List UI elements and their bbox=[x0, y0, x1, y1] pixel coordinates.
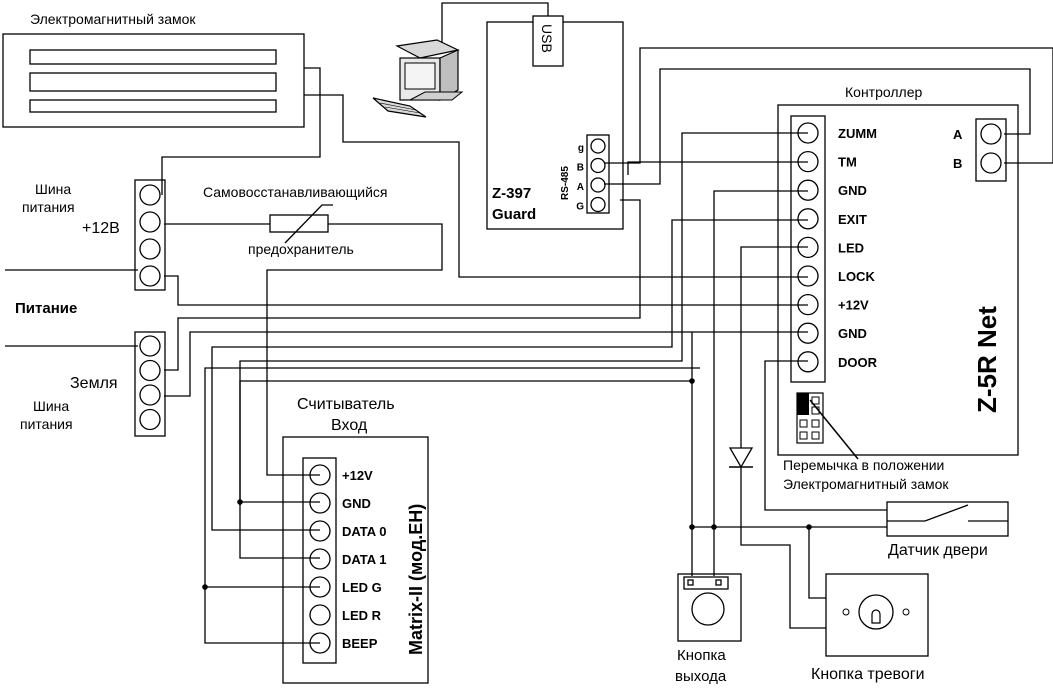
controller-ab-terminals: AB bbox=[953, 123, 1002, 174]
terminal-circle bbox=[590, 196, 606, 213]
controller-model: Z-5R Net bbox=[972, 306, 1002, 413]
jumper-label-line1: Перемычка в положении bbox=[783, 457, 944, 473]
fuse-label-line2: предохранитель bbox=[248, 241, 354, 257]
terminal-circle bbox=[797, 351, 819, 373]
rs485-label: RS-485 bbox=[560, 166, 571, 200]
terminal-label: A bbox=[953, 127, 963, 142]
junctions bbox=[202, 378, 812, 590]
terminal-label: LED G bbox=[342, 580, 382, 595]
bus-bottom-label-line1: Шина bbox=[33, 398, 69, 414]
key-icon bbox=[871, 609, 881, 624]
terminal-circle bbox=[139, 359, 161, 382]
terminal-label: ZUMM bbox=[838, 126, 877, 141]
terminal-circle bbox=[139, 265, 161, 287]
guard-terminal-block bbox=[586, 134, 610, 214]
reader-model: Matrix-II (мод.EH) bbox=[406, 504, 426, 655]
terminal-label: GND bbox=[342, 496, 371, 511]
alarm-button-label: Кнопка тревоги bbox=[811, 666, 925, 683]
diode-icon bbox=[728, 447, 754, 469]
exit-button-label-line1: Кнопка bbox=[677, 647, 726, 664]
door-sensor-label: Датчик двери bbox=[888, 542, 988, 559]
usb-port bbox=[532, 15, 564, 67]
terminal-label: EXIT bbox=[838, 212, 867, 227]
terminal-circle bbox=[309, 548, 331, 570]
controller-terminals: ZUMM TM GND EXIT LED LOCK +12V GND DOOR bbox=[797, 122, 878, 373]
terminal-label: GND bbox=[838, 326, 867, 341]
terminal-label: G bbox=[576, 202, 584, 213]
terminal-label: B bbox=[577, 163, 584, 174]
usb-label: USB bbox=[539, 24, 555, 53]
terminal-circle bbox=[309, 492, 331, 514]
terminal-circle bbox=[980, 152, 1002, 174]
terminal-label: A bbox=[577, 182, 584, 193]
terminal-label: DATA 1 bbox=[342, 552, 387, 567]
lock-bar-top bbox=[29, 49, 277, 65]
terminal-circle bbox=[139, 238, 161, 260]
guard-model-line2: Guard bbox=[492, 206, 536, 223]
terminal-circle bbox=[309, 520, 331, 542]
reader-label-line2: Вход bbox=[331, 417, 368, 434]
terminal-label: +12V bbox=[342, 468, 373, 483]
terminal-label: +12V bbox=[838, 298, 869, 313]
terminal-label: GND bbox=[838, 183, 867, 198]
terminal-circle bbox=[797, 208, 819, 230]
terminal-circle bbox=[590, 157, 606, 174]
terminal-circle bbox=[980, 123, 1002, 145]
power-bus-top-terminals bbox=[139, 184, 161, 287]
exit-button-label-line2: выхода bbox=[675, 668, 727, 685]
terminal-circle bbox=[590, 138, 606, 154]
terminal-label: LED R bbox=[342, 608, 382, 623]
lock-bar-bottom bbox=[29, 99, 277, 113]
exit-button-circle bbox=[691, 592, 725, 626]
terminal-circle bbox=[139, 184, 161, 206]
terminal-label: g bbox=[578, 143, 584, 154]
terminal-label: BEEP bbox=[342, 636, 378, 651]
terminal-circle bbox=[139, 211, 161, 233]
door-sensor bbox=[886, 501, 1009, 537]
terminal-circle bbox=[139, 408, 161, 431]
fuse-label-line1: Самовосстанавливающийся bbox=[203, 184, 388, 200]
power-label: Питание bbox=[15, 300, 77, 317]
terminal-circle bbox=[309, 604, 331, 626]
terminal-circle bbox=[590, 177, 606, 193]
plus12-label: +12В bbox=[82, 220, 120, 237]
wires bbox=[5, 2, 1053, 644]
lock-bar-middle bbox=[29, 72, 277, 92]
terminal-circle bbox=[797, 179, 819, 201]
jumper bbox=[796, 392, 859, 460]
terminal-label: DATA 0 bbox=[342, 524, 387, 539]
terminal-circle bbox=[139, 335, 161, 357]
bus-bottom-label-line2: питания bbox=[20, 416, 73, 432]
lock-title: Электромагнитный замок bbox=[30, 11, 196, 27]
terminal-label: TM bbox=[838, 155, 857, 170]
power-bus-bottom-terminals bbox=[139, 335, 161, 431]
terminal-label: LOCK bbox=[838, 269, 875, 284]
door-sensor-switch bbox=[887, 504, 969, 522]
reader-terminals: +12V GND DATA 0 DATA 1 LED G LED R BEEP bbox=[309, 464, 387, 654]
jumper-label-line2: Электромагнитный замок bbox=[783, 476, 949, 492]
terminal-label: LED bbox=[838, 240, 864, 255]
terminal-circle bbox=[797, 265, 819, 287]
guard-model-line1: Z-397 bbox=[492, 185, 531, 202]
terminal-circle bbox=[139, 384, 161, 406]
controller-title: Контроллер bbox=[845, 84, 922, 100]
terminal-label: B bbox=[953, 156, 962, 171]
terminal-circle bbox=[797, 322, 819, 344]
bus-top-label-line2: питания bbox=[22, 199, 75, 215]
bus-top-label-line1: Шина bbox=[35, 181, 71, 197]
fuse-symbol-line bbox=[284, 204, 333, 244]
computer-icon bbox=[372, 39, 464, 118]
reader-label-line1: Считыватель bbox=[297, 396, 395, 413]
ground-label: Земля bbox=[70, 375, 118, 392]
terminal-label: DOOR bbox=[838, 355, 878, 370]
